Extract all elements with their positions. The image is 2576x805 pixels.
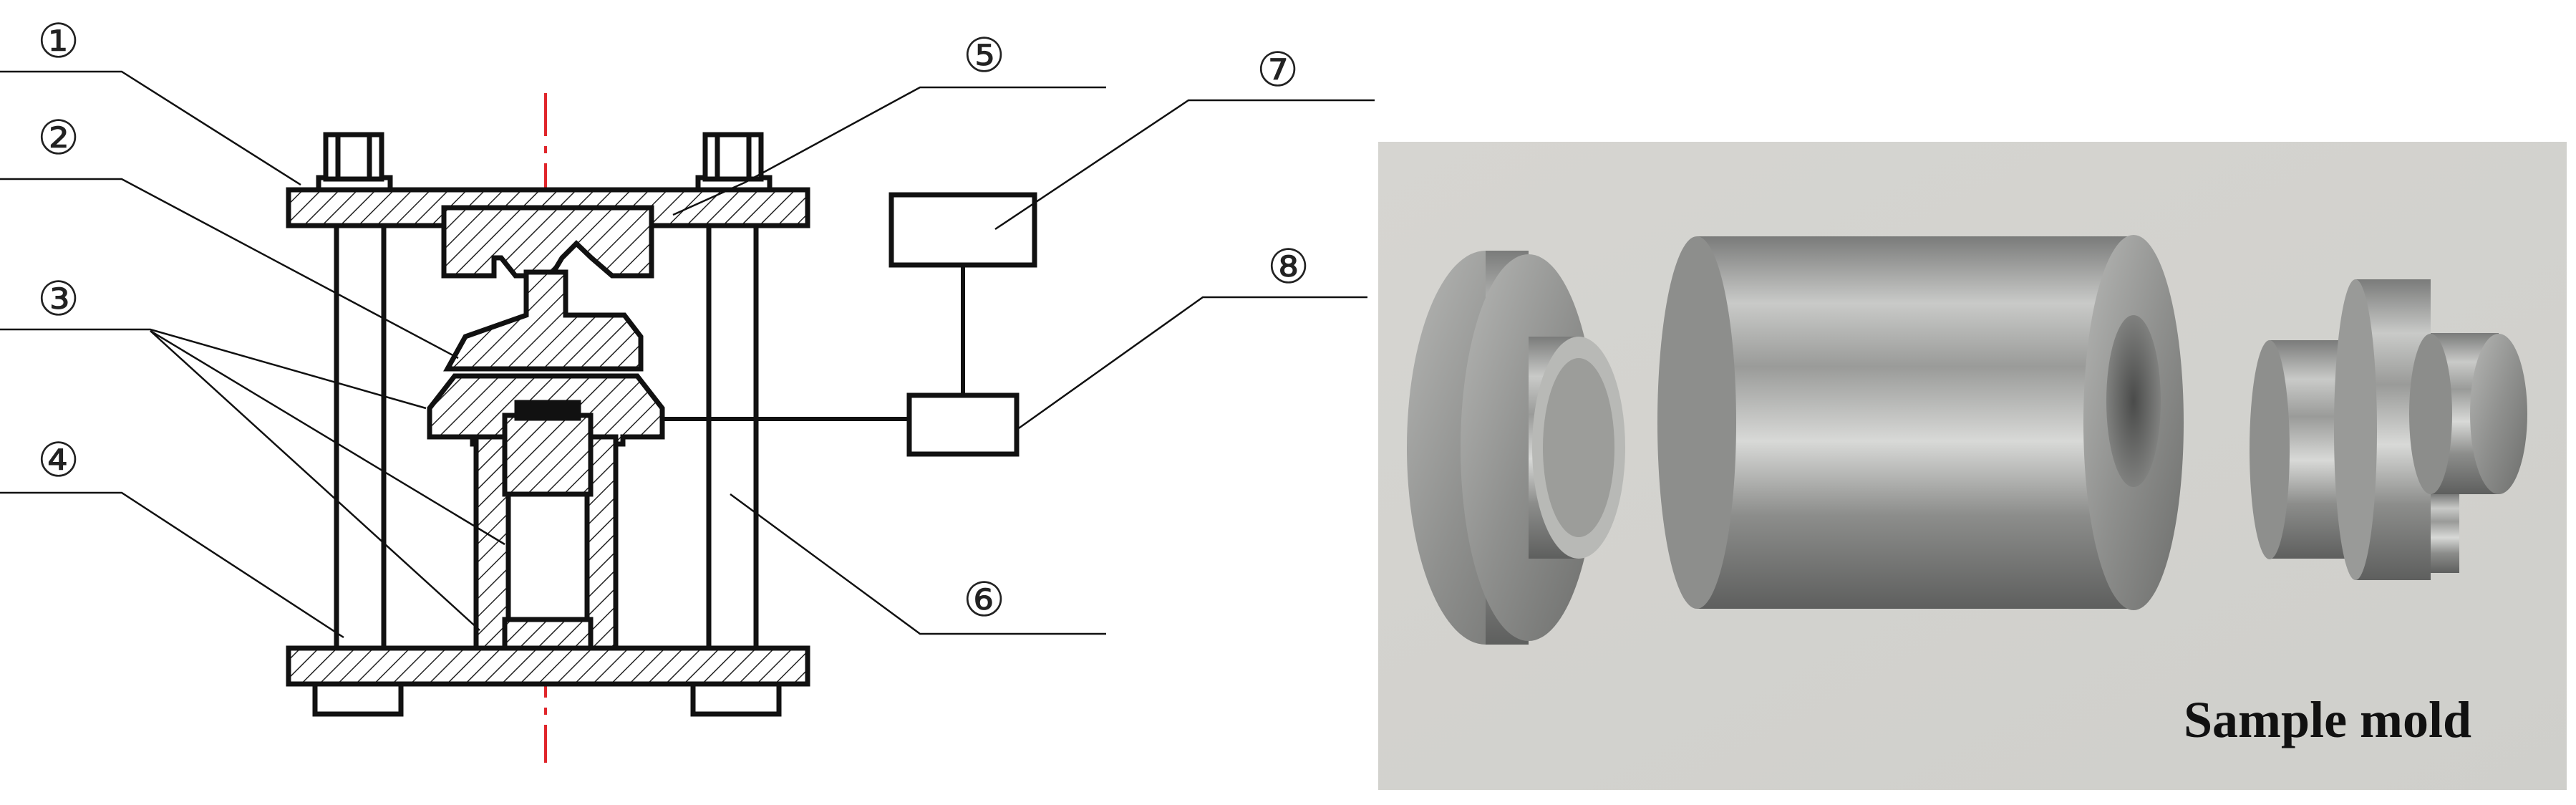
label-1: ① bbox=[37, 14, 79, 69]
punch-head bbox=[443, 269, 644, 372]
upper-die-block bbox=[441, 205, 654, 279]
left-column bbox=[334, 216, 387, 655]
mold-bore bbox=[505, 491, 590, 622]
left-nut bbox=[316, 132, 393, 193]
right-column bbox=[706, 216, 759, 655]
schematic-drawing: ① ② ③ ④ ⑤ ⑥ ⑦ ⑧ bbox=[0, 14, 1375, 763]
right-foot bbox=[690, 681, 782, 717]
label-3: ③ bbox=[37, 271, 79, 327]
label-8: ⑧ bbox=[1267, 239, 1309, 294]
bottom-plate bbox=[286, 645, 810, 687]
label-2: ② bbox=[37, 110, 79, 165]
label-5: ⑤ bbox=[963, 28, 1005, 83]
right-nut bbox=[695, 132, 773, 193]
label-6: ⑥ bbox=[963, 572, 1005, 627]
label-4: ④ bbox=[37, 433, 79, 488]
double-punch bbox=[2250, 279, 2527, 580]
controller-box bbox=[888, 192, 1037, 268]
mold-sleeve-photo bbox=[1657, 235, 2184, 610]
label-7: ⑦ bbox=[1256, 42, 1299, 97]
sample-mold-photo bbox=[1378, 142, 2567, 790]
leader-lines bbox=[0, 70, 1375, 639]
sensor-box bbox=[906, 392, 1020, 457]
upper-punch bbox=[502, 413, 594, 497]
left-foot bbox=[312, 681, 404, 717]
flanged-punch bbox=[1407, 251, 1625, 645]
photo-caption: Sample mold bbox=[2184, 691, 2472, 748]
